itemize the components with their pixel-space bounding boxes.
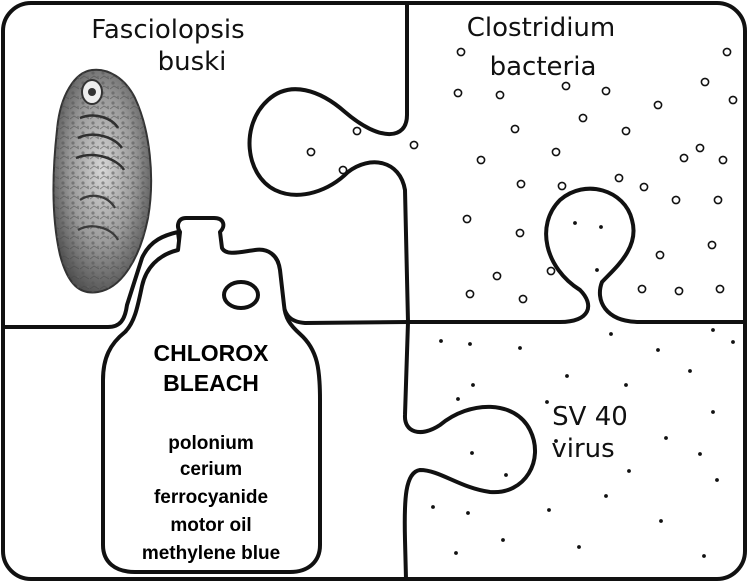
virus-dot — [504, 473, 508, 477]
bleach-ingredient: methylene blue — [142, 543, 280, 564]
bacterium-circle — [654, 101, 661, 108]
bacterium-circle — [466, 290, 473, 297]
label-fasciolopsis-line1: Fasciolopsis — [91, 15, 244, 45]
bacterium-circle — [307, 148, 314, 155]
virus-dot — [454, 551, 458, 555]
virus-dot — [702, 554, 706, 558]
virus-dot — [595, 268, 599, 272]
label-sv40-line1: SV 40 — [552, 402, 628, 432]
bacterium-circle — [640, 183, 647, 190]
bleach-ingredient: ferrocyanide — [154, 487, 268, 508]
bacterium-circle — [552, 148, 559, 155]
virus-dot — [577, 545, 581, 549]
bleach-ingredient: motor oil — [170, 515, 251, 536]
bleach-jug-handle-hole — [224, 282, 258, 308]
bacterium-circle — [723, 48, 730, 55]
bacterium-circle — [615, 174, 622, 181]
bacterium-circle — [353, 127, 360, 134]
bleach-title-line1: CHLOROX — [154, 340, 270, 366]
virus-dot — [688, 369, 692, 373]
virus-dot — [468, 342, 472, 346]
bacterium-circle — [719, 156, 726, 163]
bacterium-circle — [516, 229, 523, 236]
bleach-title-line2: BLEACH — [163, 370, 259, 396]
bacterium-circle — [547, 267, 554, 274]
bacterium-circle — [511, 125, 518, 132]
virus-dot — [456, 397, 460, 401]
bacterium-circle — [714, 196, 721, 203]
bacterium-circle — [493, 272, 500, 279]
label-fasciolopsis-line2: buski — [158, 47, 227, 77]
virus-dot — [599, 225, 603, 229]
bacterium-circle — [519, 295, 526, 302]
virus-dot — [470, 451, 474, 455]
bacterium-circle — [477, 156, 484, 163]
bacterium-circle — [457, 48, 464, 55]
bleach-ingredient: cerium — [180, 459, 242, 480]
virus-dot — [711, 410, 715, 414]
bacterium-circle — [602, 87, 609, 94]
virus-dot — [431, 505, 435, 509]
bleach-ingredient: polonium — [168, 433, 253, 454]
bacterium-circle — [716, 285, 723, 292]
bacterium-circle — [562, 82, 569, 89]
bacterium-circle — [410, 141, 417, 148]
virus-dot — [711, 328, 715, 332]
virus-dot — [573, 221, 577, 225]
bacterium-circle — [558, 182, 565, 189]
bacterium-circle — [454, 89, 461, 96]
label-clostridium-line2: bacteria — [490, 52, 597, 82]
virus-dot — [656, 348, 660, 352]
virus-dot — [659, 519, 663, 523]
virus-dot — [731, 340, 735, 344]
virus-dot — [664, 436, 668, 440]
virus-dot — [466, 511, 470, 515]
bacterium-circle — [496, 91, 503, 98]
virus-dot — [518, 346, 522, 350]
bacterium-circle — [463, 215, 470, 222]
label-sv40-line2: virus — [551, 434, 614, 464]
bacterium-circle — [517, 180, 524, 187]
bacterium-circle — [708, 241, 715, 248]
virus-dot — [609, 332, 613, 336]
label-clostridium-line1: Clostridium — [467, 13, 615, 43]
virus-dot — [501, 538, 505, 542]
bacterium-circle — [675, 287, 682, 294]
bacterium-circle — [622, 127, 629, 134]
virus-dot — [565, 374, 569, 378]
virus-dot — [604, 494, 608, 498]
bacterium-circle — [339, 166, 346, 173]
virus-dot — [715, 478, 719, 482]
virus-dot — [547, 508, 551, 512]
bacterium-circle — [729, 96, 736, 103]
virus-dot — [698, 452, 702, 456]
virus-dot — [471, 383, 475, 387]
virus-dot — [545, 400, 549, 404]
bacterium-circle — [656, 251, 663, 258]
bacterium-circle — [672, 196, 679, 203]
bacterium-circle — [680, 154, 687, 161]
bacterium-circle — [696, 144, 703, 151]
bacterium-circle — [579, 114, 586, 121]
bacterium-circle — [638, 285, 645, 292]
virus-dot — [554, 439, 558, 443]
virus-dot — [624, 383, 628, 387]
virus-dot — [627, 469, 631, 473]
bacterium-circle — [701, 78, 708, 85]
virus-dot — [439, 339, 443, 343]
